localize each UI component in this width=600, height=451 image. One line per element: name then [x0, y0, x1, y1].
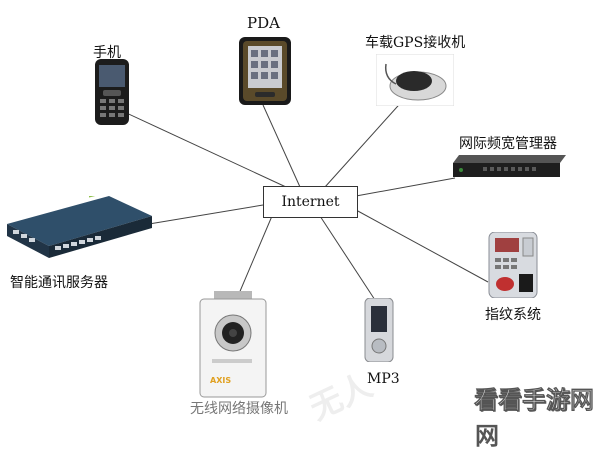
phone-icon: [95, 59, 129, 125]
camera-icon: AXIS: [199, 291, 267, 398]
watermark: 看看手游网 看看手游网: [474, 386, 595, 450]
bandwidth-manager-icon: [453, 155, 566, 177]
gps-receiver-icon: [376, 54, 454, 106]
server-label: 智能通讯服务器: [10, 275, 108, 291]
mp3-label: MP3: [367, 371, 400, 387]
pda-label: PDA: [247, 14, 280, 32]
internet-hub: Internet: [263, 186, 358, 218]
link-fingerprint: [355, 209, 489, 283]
link-camera: [237, 215, 273, 297]
internet-label: Internet: [281, 194, 340, 210]
fingerprint-icon: [488, 232, 538, 298]
mp3-icon: [364, 298, 394, 362]
server-icon: [7, 196, 152, 258]
gps-label: 车载GPS接收机: [365, 35, 466, 51]
link-phone: [119, 109, 287, 188]
link-bandwidth: [355, 177, 456, 197]
camera-label: 无线网络摄像机: [190, 401, 288, 417]
connection-lines: [119, 86, 489, 301]
bandwidth-label: 网际频宽管理器: [459, 136, 557, 152]
phone-label: 手机: [93, 45, 121, 61]
link-mp3: [319, 215, 376, 301]
link-pda: [262, 104, 301, 188]
pda-icon: [239, 37, 291, 105]
network-diagram: Internet PDA 手机 车载GPS接收机 网际频宽管理器: [7, 14, 595, 450]
link-server: [142, 204, 264, 226]
fingerprint-label: 指纹系统: [485, 307, 541, 323]
camera-brand: AXIS: [210, 376, 231, 385]
